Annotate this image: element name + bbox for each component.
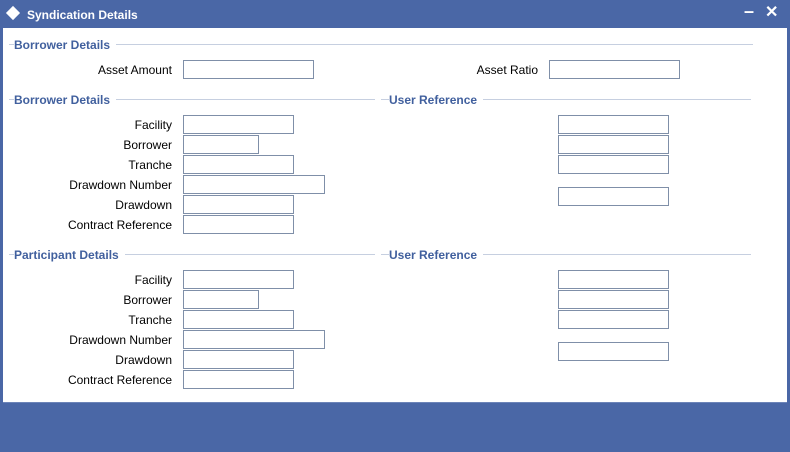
section-legend-borrower: Borrower Details	[14, 93, 117, 107]
participant-borrower-input[interactable]	[183, 290, 259, 309]
borrower-facility-label: Facility	[134, 118, 172, 132]
participant-facility-input[interactable]	[183, 270, 294, 289]
section-divider	[381, 254, 751, 256]
title-bar[interactable]: Syndication Details – ✕	[0, 0, 790, 28]
diamond-icon	[5, 5, 21, 21]
asset-amount-input[interactable]	[183, 60, 314, 79]
participant-tranche-ref-input[interactable]	[558, 310, 669, 329]
borrower-drawdown-number-label: Drawdown Number	[69, 178, 172, 192]
borrower-tranche-label: Tranche	[128, 158, 172, 172]
section-divider	[9, 44, 753, 46]
participant-borrower-label: Borrower	[123, 293, 172, 307]
minimize-button[interactable]: –	[744, 1, 755, 21]
participant-drawdown-input[interactable]	[183, 350, 294, 369]
close-button[interactable]: ✕	[765, 4, 779, 21]
form-content: Borrower Details Asset Amount Asset Rati…	[3, 28, 787, 402]
section-legend-borrower-asset: Borrower Details	[14, 38, 117, 52]
participant-tranche-label: Tranche	[128, 313, 172, 327]
participant-facility-label: Facility	[134, 273, 172, 287]
borrower-contract-reference-input[interactable]	[183, 215, 294, 234]
borrower-drawdown-label: Drawdown	[115, 198, 172, 212]
participant-drawdown-ref-input[interactable]	[558, 342, 669, 361]
section-legend-participant-user-reference: User Reference	[389, 248, 484, 262]
section-legend-borrower-user-reference: User Reference	[389, 93, 484, 107]
borrower-facility-ref-input[interactable]	[558, 115, 669, 134]
borrower-borrower-ref-input[interactable]	[558, 135, 669, 154]
borrower-drawdown-ref-input[interactable]	[558, 187, 669, 206]
borrower-tranche-ref-input[interactable]	[558, 155, 669, 174]
participant-drawdown-number-input[interactable]	[183, 330, 325, 349]
borrower-tranche-input[interactable]	[183, 155, 294, 174]
borrower-contract-reference-label: Contract Reference	[67, 218, 172, 232]
asset-amount-label: Asset Amount	[97, 63, 172, 77]
borrower-borrower-label: Borrower	[123, 138, 172, 152]
section-legend-participant: Participant Details	[14, 248, 125, 262]
borrower-drawdown-input[interactable]	[183, 195, 294, 214]
section-divider	[381, 99, 751, 101]
participant-contract-reference-label: Contract Reference	[67, 373, 172, 387]
asset-ratio-label: Asset Ratio	[476, 63, 538, 77]
borrower-drawdown-number-input[interactable]	[183, 175, 325, 194]
section-divider	[9, 99, 375, 101]
footer-bar	[3, 402, 787, 450]
participant-borrower-ref-input[interactable]	[558, 290, 669, 309]
asset-ratio-input[interactable]	[549, 60, 680, 79]
window-title: Syndication Details	[27, 8, 138, 22]
participant-tranche-input[interactable]	[183, 310, 294, 329]
participant-facility-ref-input[interactable]	[558, 270, 669, 289]
borrower-borrower-input[interactable]	[183, 135, 259, 154]
section-divider	[9, 254, 375, 256]
participant-drawdown-number-label: Drawdown Number	[69, 333, 172, 347]
borrower-facility-input[interactable]	[183, 115, 294, 134]
participant-drawdown-label: Drawdown	[115, 353, 172, 367]
participant-contract-reference-input[interactable]	[183, 370, 294, 389]
